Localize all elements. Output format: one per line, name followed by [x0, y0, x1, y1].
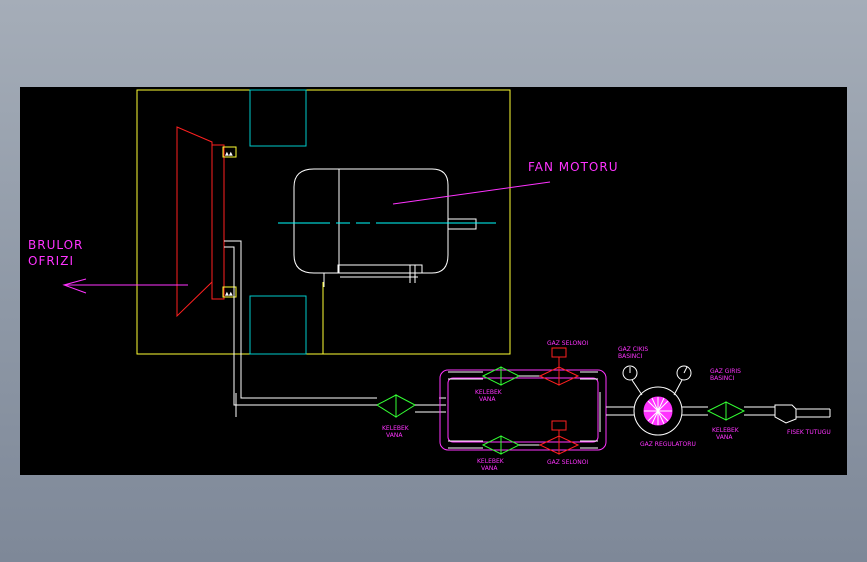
inlet-pressure-gauge	[673, 365, 692, 396]
pipe-to-regulator	[599, 392, 634, 432]
butterfly-valve-right	[706, 401, 746, 421]
butterfly-valve-bottom	[481, 435, 521, 455]
butterfly-valve-left	[376, 394, 416, 418]
bottom-duct	[249, 295, 307, 355]
solenoid-valve-bottom	[538, 420, 580, 455]
cad-viewport[interactable]: ▲▲ ▲▲ FAN MOTORU BRULOR OFRIZI KELEB	[20, 87, 847, 475]
svg-text:▲▲: ▲▲	[225, 151, 233, 157]
svg-text:▲▲: ▲▲	[225, 291, 233, 297]
butterfly-left-label-1: KELEBEK	[382, 425, 410, 432]
butterfly-right-label-1: KELEBEK	[712, 427, 740, 434]
gas-outlet-label-2: BASINCI	[618, 353, 642, 360]
gas-regulator-label: GAZ REGULATORU	[640, 441, 696, 448]
solenoid-valve-top	[538, 347, 580, 386]
gas-inlet-label-2: BASINCI	[710, 375, 734, 382]
butterfly-top-label-1: KELEBEK	[475, 389, 503, 396]
outlet-pressure-gauge	[622, 365, 643, 396]
burner-label-line1: BRULOR	[28, 238, 83, 252]
top-duct	[249, 89, 307, 147]
fan-motor-label: FAN MOTORU	[528, 160, 619, 174]
butterfly-valve-top	[481, 366, 521, 386]
burner-label-line2: OFRIZI	[28, 254, 74, 268]
fan-motor	[293, 168, 477, 287]
butterfly-bottom-label-1: KELEBEK	[477, 458, 505, 465]
gas-supply-pipe	[224, 240, 446, 417]
solenoid-bottom-label: GAZ SELONOI	[547, 459, 588, 466]
manifold-pipes	[448, 371, 598, 449]
gas-burner-schematic: ▲▲ ▲▲ FAN MOTORU BRULOR OFRIZI KELEB	[28, 89, 831, 472]
butterfly-right-label-2: VANA	[716, 434, 733, 441]
burner-arrow	[62, 278, 188, 294]
inlet-pipe	[744, 404, 831, 424]
flexible-pipe-label: FISEK TUTUGU	[787, 429, 831, 436]
gas-outlet-label-1: GAZ CIKIS	[618, 346, 648, 353]
solenoid-top-label: GAZ SELONOI	[547, 340, 588, 347]
fan-motor-leader	[392, 181, 551, 205]
manifold-loop	[439, 369, 607, 451]
pipe-stub-left	[371, 397, 446, 413]
burner-assembly: ▲▲ ▲▲	[176, 126, 237, 318]
butterfly-bottom-label-2: VANA	[481, 465, 498, 472]
pipe-regulator-to-valve	[682, 406, 708, 416]
butterfly-left-label-2: VANA	[386, 432, 403, 439]
butterfly-top-label-2: VANA	[479, 396, 496, 403]
gas-inlet-label-1: GAZ GIRIS	[710, 368, 741, 375]
gas-regulator	[633, 386, 683, 436]
